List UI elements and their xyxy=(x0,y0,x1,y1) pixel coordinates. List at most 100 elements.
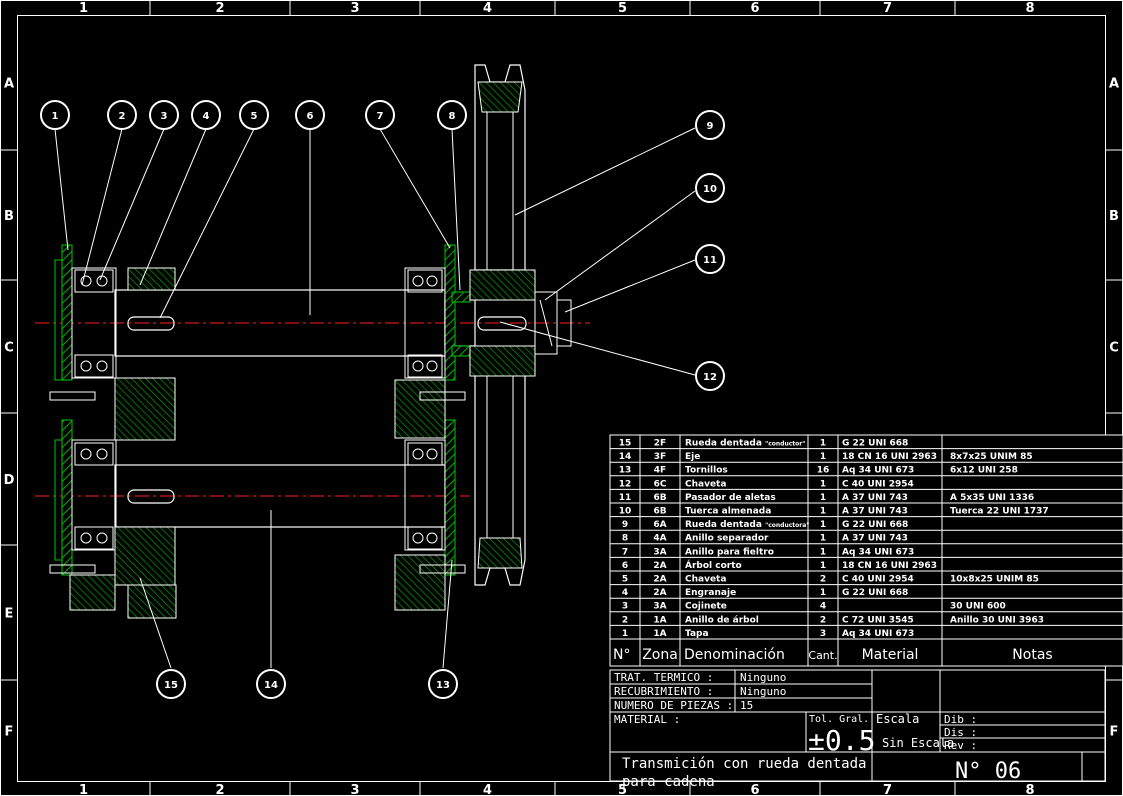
bom-cell: 6x12 UNI 258 xyxy=(950,466,1018,476)
bom-cell: 4A xyxy=(653,534,666,544)
bom-cell: 1 xyxy=(820,493,826,503)
bom-cell: C 72 UNI 3545 xyxy=(842,615,914,625)
bom-cell: 6B xyxy=(653,493,666,503)
bom-cell: 4 xyxy=(820,602,826,612)
bom-cell: 6 xyxy=(622,561,628,571)
bom-cell: 13 xyxy=(619,466,632,476)
callout-circle xyxy=(695,173,725,203)
bom-cell: Cojinete xyxy=(685,602,727,612)
chain-wheel xyxy=(469,64,572,586)
zone-col-label: 7 xyxy=(883,783,892,796)
bom-row: 3 3A Cojinete 4 30 UNI 600 xyxy=(622,602,1006,612)
zone-row-label: C xyxy=(1109,341,1119,356)
bom-cell: Rueda dentada "conductor" xyxy=(685,439,805,449)
zone-row-label: F xyxy=(1110,725,1119,740)
frame-zone-labels: 1122334455667788AABBCCDDEEFF xyxy=(4,1,1120,796)
callout-number: 10 xyxy=(703,184,717,195)
callout-number: 1 xyxy=(52,111,59,122)
callout-circle xyxy=(40,100,70,130)
callout-number: 15 xyxy=(164,680,178,691)
zone-col-label: 4 xyxy=(483,1,492,16)
bom-cell: 4 xyxy=(622,588,628,598)
dib-label: Dib : xyxy=(944,713,977,726)
bom-header-cell: Denominación xyxy=(684,647,785,663)
drawing-title-line1: Transmición con rueda dentada xyxy=(622,756,866,772)
escala-label: Escala xyxy=(876,712,919,726)
bom-cell: 1 xyxy=(820,452,826,462)
zone-col-label: 4 xyxy=(483,783,492,796)
bom-cell: 6C xyxy=(654,479,667,489)
bom-cell: 1A xyxy=(653,629,666,639)
callout-number: 12 xyxy=(703,372,717,383)
zone-row-label: E xyxy=(5,607,14,622)
bom-cell: G 22 UNI 668 xyxy=(842,588,908,598)
callout-circle xyxy=(107,100,137,130)
bom-cell: 9 xyxy=(622,520,628,530)
bom-cell: 4F xyxy=(654,466,666,476)
bom-cell: 3F xyxy=(654,452,666,462)
bom-cell: 1 xyxy=(622,629,628,639)
bom-header-cell: Cant. xyxy=(808,649,837,662)
tol-label: Tol. Gral. xyxy=(809,714,869,725)
callout-circle xyxy=(295,100,325,130)
bom-cell: Anillo separador xyxy=(685,534,769,544)
bom-cell: Engranaje xyxy=(685,588,736,598)
zone-col-label: 7 xyxy=(883,1,892,16)
bom-cell: 3 xyxy=(622,602,628,612)
bom-cell: Anillo 30 UNI 3963 xyxy=(950,615,1044,625)
callout-circle xyxy=(695,244,725,274)
bom-cell: 1 xyxy=(820,520,826,530)
bom-cell: Tuerca 22 UNI 1737 xyxy=(950,507,1049,517)
bom-cell: 18 CN 16 UNI 2963 xyxy=(842,452,937,462)
bom-cell: 11 xyxy=(619,493,632,503)
callout-circle xyxy=(428,669,458,699)
bom-cell: Aq 34 UNI 673 xyxy=(842,629,914,639)
bom-cell: 1 xyxy=(820,588,826,598)
bom-cell: 7 xyxy=(622,547,628,557)
bom-cell: 5 xyxy=(622,575,628,585)
callout-number: 2 xyxy=(119,111,126,122)
bom-cell: 8 xyxy=(622,534,628,544)
bom-cell: 2A xyxy=(653,575,666,585)
bom-cell: 1 xyxy=(820,479,826,489)
piezas-value: 15 xyxy=(740,699,753,712)
bom-cell: 3A xyxy=(653,602,666,612)
callout-number: 6 xyxy=(307,111,314,122)
zone-row-label: F xyxy=(5,725,14,740)
bom-header-cell: Notas xyxy=(1012,647,1052,663)
callout-number: 11 xyxy=(703,255,717,266)
callout-circle xyxy=(695,361,725,391)
recub-value: Ninguno xyxy=(740,685,786,698)
piezas-label: NUMERO DE PIEZAS : xyxy=(614,699,733,712)
bom-cell: A 37 UNI 743 xyxy=(842,534,908,544)
bom-header-cell: Zona xyxy=(642,647,678,663)
bom-cell: 14 xyxy=(619,452,632,462)
drawing-number: N° 06 xyxy=(955,759,1021,784)
drawing-title-line2: para cadena xyxy=(622,774,715,790)
zone-col-label: 6 xyxy=(750,783,759,796)
callout-circle xyxy=(156,669,186,699)
bom-cell: Eje xyxy=(685,452,700,462)
zone-col-label: 8 xyxy=(1025,1,1034,16)
dis-label: Dis : xyxy=(944,726,977,739)
bom-cell: 30 UNI 600 xyxy=(950,602,1006,612)
bom-cell: Chaveta xyxy=(685,575,726,585)
trat-value: Ninguno xyxy=(740,671,786,684)
bom-cell: A 37 UNI 743 xyxy=(842,507,908,517)
zone-row-label: C xyxy=(4,341,14,356)
callout-circle xyxy=(437,100,467,130)
zone-row-label: B xyxy=(1109,209,1119,224)
bom-cell: 18 CN 16 UNI 2963 xyxy=(842,561,937,571)
bom-cell: Rueda dentada "conductora" xyxy=(685,520,809,530)
bom-cell: 10 xyxy=(619,507,632,517)
bom-cell: 2 xyxy=(820,575,826,585)
bom-cell: Anillo de árbol xyxy=(685,615,759,625)
bom-cell: 1 xyxy=(820,507,826,517)
bom-cell: Pasador de aletas xyxy=(685,493,776,503)
